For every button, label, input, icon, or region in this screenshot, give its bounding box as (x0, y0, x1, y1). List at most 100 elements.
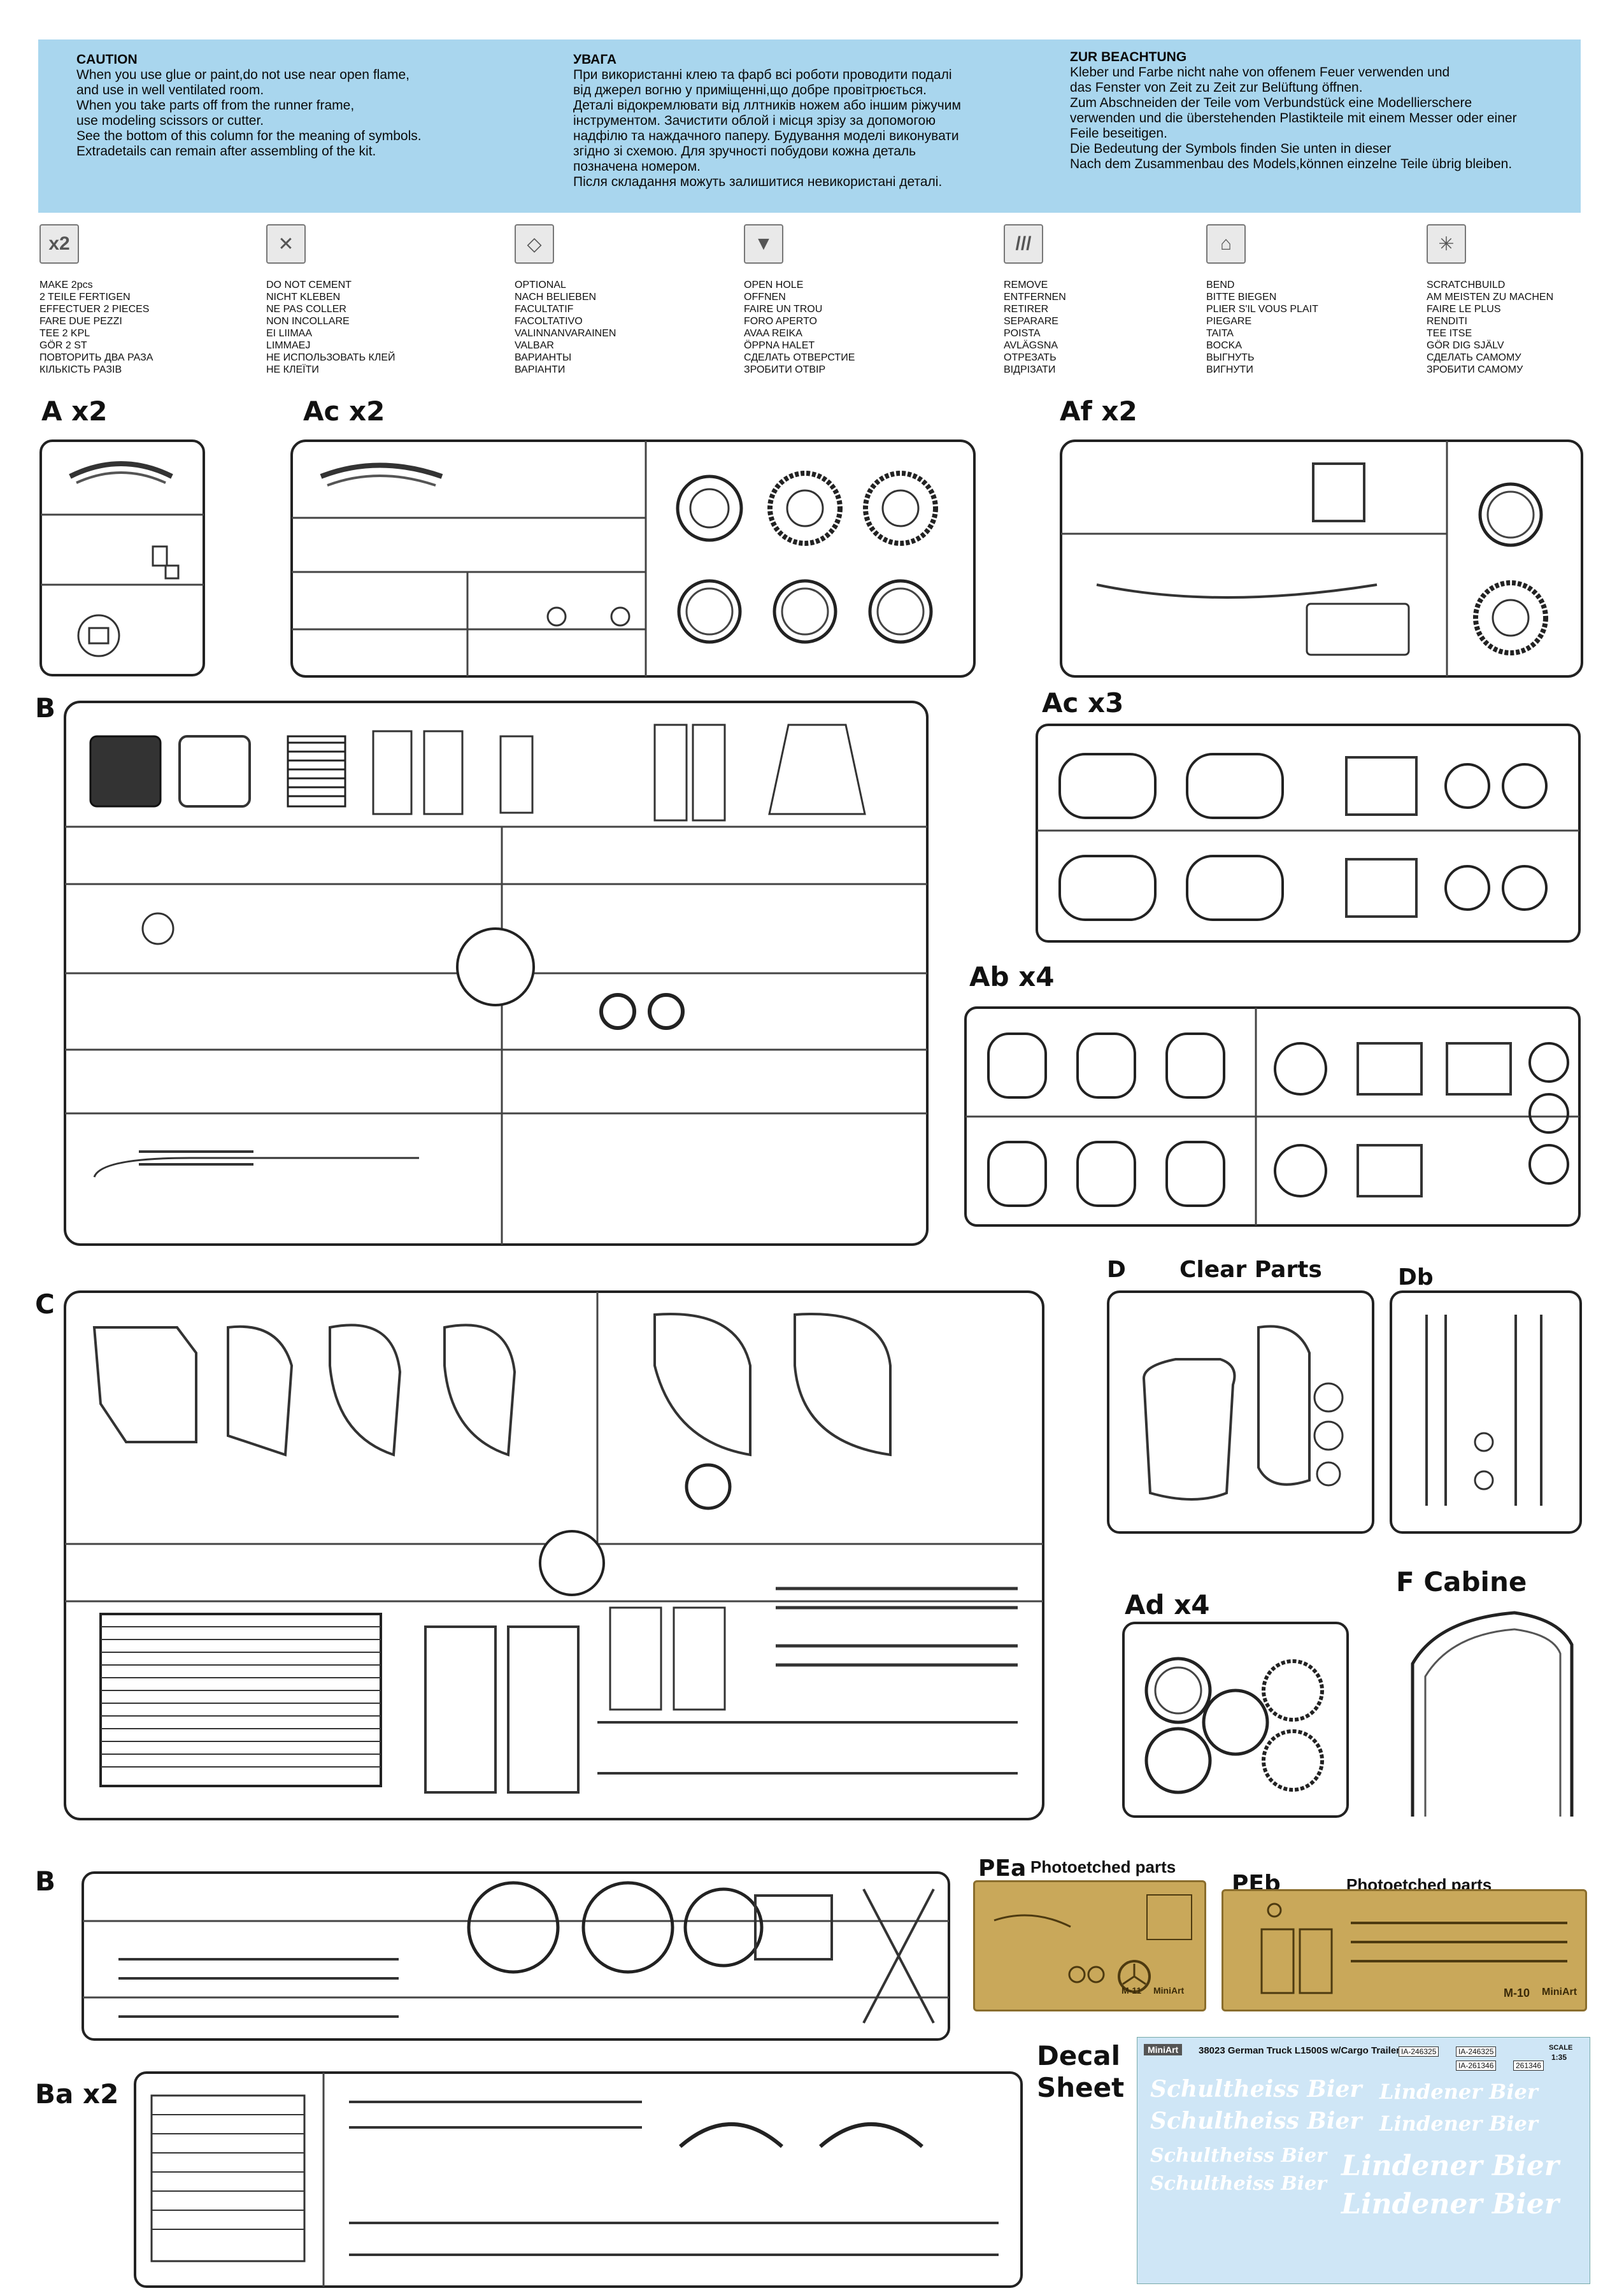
label-sprue-a: A x2 (41, 396, 108, 427)
sprue-d-clear (1107, 1290, 1374, 1534)
decal-schultheiss: Schultheiss Bier (1150, 2076, 1362, 2103)
symbol-text: OFFNEN (744, 292, 786, 303)
symbol-text: EFFECTUER 2 PIECES (39, 304, 150, 315)
label-sprue-ab: Ab x4 (969, 961, 1055, 992)
decal-schultheiss: Schultheiss Bier (1150, 2173, 1327, 2195)
symbol-text: BEND (1206, 280, 1235, 290)
symbol-text: AVLÄGSNA (1004, 340, 1058, 351)
decal-lindener: Lindener Bier (1379, 2111, 1538, 2136)
symbol-text: КІЛЬКІСТЬ РАЗІВ (39, 364, 122, 375)
caution-line: позначена номером. (573, 159, 701, 174)
decal-header: 38023 German Truck L1500S w/Cargo Traile… (1199, 2045, 1400, 2056)
pe-sheet-a: M-11 MiniArt (973, 1880, 1206, 2011)
label-sprue-ac-x2: Ac x2 (303, 396, 385, 427)
sprue-c (64, 1290, 1044, 1820)
sprue-ab (964, 1006, 1581, 1227)
symbol-text: NACH BELIEBEN (515, 292, 597, 303)
caution-title-de: ZUR BEACHTUNG (1070, 50, 1187, 64)
symbol-text: НЕ КЛЕЇТИ (266, 364, 319, 375)
symbol-text: СДЕЛАТЬ ОТВЕРСТИЕ (744, 352, 855, 363)
symbol-text: MAKE 2pcs (39, 280, 93, 290)
label-sprue-ac-x3: Ac x3 (1042, 687, 1124, 718)
symbol-text: FAIRE LE PLUS (1427, 304, 1501, 315)
caution-line: Zum Abschneiden der Teile vom Verbundstü… (1070, 96, 1472, 110)
caution-ukrainian: УВАГА При використанні клею та фарб всі … (573, 52, 961, 190)
symbol-make-2: x2 MAKE 2pcs 2 TEILE FERTIGEN EFFECTUER … (39, 224, 250, 376)
remove-icon: /// (1004, 224, 1043, 264)
decal-plate: 261346 (1513, 2061, 1544, 2071)
symbol-text: ОТРЕЗАТЬ (1004, 352, 1057, 363)
symbol-text: FARE DUE PEZZI (39, 316, 122, 327)
sprue-a (39, 439, 205, 676)
pe-mark-m10: M-10 (1504, 1987, 1530, 1999)
caution-line: When you use glue or paint,do not use ne… (76, 68, 410, 82)
no-cement-icon: ✕ (266, 224, 306, 264)
open-hole-icon: ▼ (744, 224, 783, 264)
symbol-text: NICHT KLEBEN (266, 292, 341, 303)
symbol-text: LIMMAEJ (266, 340, 311, 351)
caution-line: use modeling scissors or cutter. (76, 113, 264, 128)
symbol-open-hole: ▼ OPEN HOLE OFFNEN FAIRE UN TROU FORO AP… (744, 224, 954, 376)
caution-line: Kleber und Farbe nicht nahe von offenem … (1070, 65, 1450, 80)
symbol-do-not-cement: ✕ DO NOT CEMENT NICHT KLEBEN NE PAS COLL… (266, 224, 476, 376)
symbol-text: SEPARARE (1004, 316, 1058, 327)
symbol-text: TEE ITSE (1427, 328, 1472, 339)
label-decal: Decal (1037, 2040, 1120, 2071)
symbol-optional: ◇ OPTIONAL NACH BELIEBEN FACULTATIF FACO… (515, 224, 725, 376)
decal-plate: IA-246325 (1399, 2047, 1439, 2057)
label-sprue-b: B (35, 692, 56, 724)
symbol-text: TAITA (1206, 328, 1234, 339)
label-sprue-ba: Ba x2 (35, 2078, 119, 2110)
decal-brand: MiniArt (1144, 2044, 1183, 2055)
caution-line: das Fenster von Zeit zu Zeit zur Belüftu… (1070, 80, 1363, 95)
symbol-remove: /// REMOVE ENTFERNEN RETIRER SEPARARE PO… (1004, 224, 1214, 376)
symbol-text: ВАРІАНТИ (515, 364, 566, 375)
pe-mark-m11: M-11 (1122, 1985, 1142, 1996)
symbol-text: GÖR DIG SJÄLV (1427, 340, 1504, 351)
decal-schultheiss: Schultheiss Bier (1150, 2108, 1362, 2134)
caution-line: See the bottom of this column for the me… (76, 129, 422, 143)
sprue-ac-x3 (1036, 724, 1581, 943)
symbol-text: ПОВТОРИТЬ ДВА РАЗА (39, 352, 153, 363)
symbol-text: AVAA REIKA (744, 328, 802, 339)
symbol-text: ВИГНУТИ (1206, 364, 1253, 375)
symbol-text: POISTA (1004, 328, 1041, 339)
caution-line: When you take parts off from the runner … (76, 98, 355, 113)
decal-schultheiss: Schultheiss Bier (1150, 2145, 1327, 2167)
decal-plate: IA-246325 (1456, 2047, 1497, 2057)
symbol-text: VALINNANVARAINEN (515, 328, 616, 339)
symbol-text: RENDITI (1427, 316, 1467, 327)
caution-german: ZUR BEACHTUNG Kleber und Farbe nicht nah… (1070, 50, 1517, 172)
label-sprue-b-2: B (35, 1866, 56, 1897)
symbol-text: GÖR 2 ST (39, 340, 87, 351)
pe-mark-brand: MiniArt (1153, 1985, 1185, 1996)
caution-line: and use in well ventilated room. (76, 83, 264, 97)
symbol-text: BOCKA (1206, 340, 1243, 351)
symbol-text: NON INCOLLARE (266, 316, 350, 327)
sprue-af (1060, 439, 1583, 678)
caution-line: Extradetails can remain after assembling… (76, 144, 376, 159)
symbol-text: EI LIIMAA (266, 328, 313, 339)
caution-line: При використанні клею та фарб всі роботи… (573, 68, 952, 82)
label-pea-photoetched: Photoetched parts (1030, 1857, 1176, 1876)
sprue-ba (134, 2071, 1023, 2288)
caution-line: надфілю та наждачного паперу. Будування … (573, 129, 959, 143)
label-sprue-af: Af x2 (1060, 396, 1137, 427)
symbol-text: ÖPPNA HALET (744, 340, 815, 351)
caution-line: згідно зі схемою. Для зручності побудови… (573, 144, 916, 159)
symbol-text: RETIRER (1004, 304, 1049, 315)
sprue-db (1390, 1290, 1582, 1534)
caution-line: від джерел вогню у приміщенні,що добре п… (573, 83, 927, 97)
decal-lindener: Lindener Bier (1341, 2188, 1559, 2220)
caution-line: інструментом. Зачистити облой і місця зр… (573, 113, 936, 128)
pe-sheet-a-detail (994, 1894, 1192, 1993)
f-cabine-roof (1411, 1611, 1574, 1817)
symbol-bend: ⌂ BEND BITTE BIEGEN PLIER S'IL VOUS PLAI… (1206, 224, 1416, 376)
label-f-cabine: F Cabine (1396, 1566, 1527, 1597)
symbol-text: ВЫГНУТЬ (1206, 352, 1255, 363)
scratchbuild-icon: ✳ (1427, 224, 1466, 264)
symbol-text: PLIER S'IL VOUS PLAIT (1206, 304, 1318, 315)
sprue-b (64, 701, 929, 1246)
label-sprue-ad: Ad x4 (1125, 1589, 1210, 1620)
decal-scale-label: SCALE (1549, 2044, 1573, 2052)
